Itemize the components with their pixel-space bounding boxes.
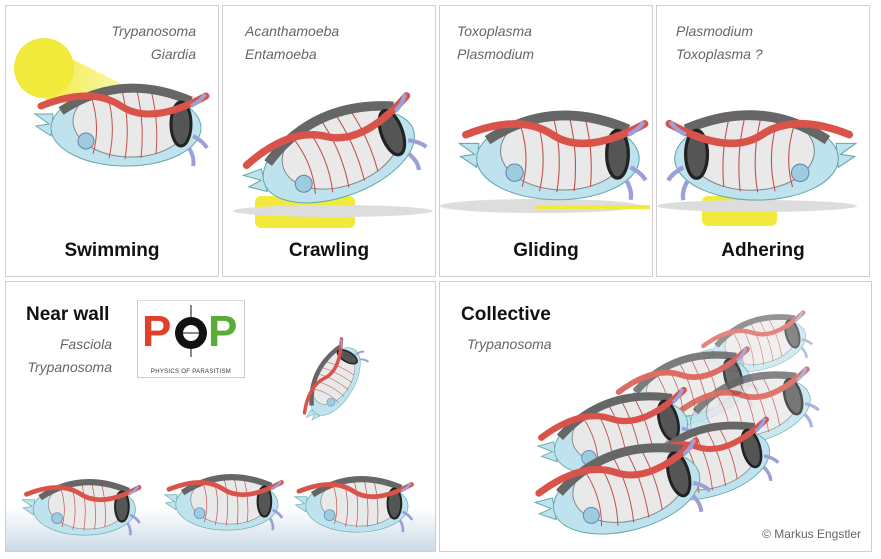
- logo-subtitle: PHYSICS OF PARASITISM: [150, 369, 232, 375]
- panel-title: Near wall: [26, 304, 110, 325]
- species-name: Trypanosoma: [111, 23, 196, 39]
- species-list: Fasciola Trypanosoma: [27, 333, 112, 379]
- panel-title: Crawling: [288, 240, 370, 261]
- copyright-credit: © Markus Engstler: [762, 527, 861, 541]
- panel-crawling: Acanthamoeba Entamoeba Crawling: [222, 5, 436, 277]
- species-list: Plasmodium Toxoplasma ?: [676, 20, 763, 66]
- panel-gliding: Toxoplasma Plasmodium Gliding: [439, 5, 653, 277]
- panel-title: Collective: [461, 304, 551, 325]
- logo-letter: P: [142, 307, 172, 356]
- swimming-cell-illustration: [14, 38, 219, 277]
- crawling-cell-illustration: [223, 6, 436, 277]
- species-name: Plasmodium: [457, 46, 535, 62]
- species-name: Acanthamoeba: [245, 23, 340, 39]
- panel-title: Swimming: [64, 240, 160, 261]
- species-name: Entamoeba: [245, 46, 317, 62]
- species-list: Trypanosoma Giardia: [111, 20, 196, 66]
- species-list: Acanthamoeba Entamoeba: [245, 20, 339, 66]
- pop-logo: P P PHYSICS OF PARASITISM: [137, 300, 245, 378]
- panel-collective: Collective Trypanosoma © Markus Engstler: [439, 281, 872, 552]
- species-name: Trypanosoma: [467, 336, 552, 352]
- species-list: Trypanosoma: [467, 333, 552, 356]
- gliding-cell-illustration: [440, 6, 650, 213]
- near-wall-cells-illustration: [6, 282, 435, 551]
- species-name: Toxoplasma ?: [676, 46, 763, 62]
- panel-swimming: Trypanosoma Giardia Swimming: [5, 5, 219, 277]
- species-name: Trypanosoma: [27, 359, 112, 375]
- species-list: Toxoplasma Plasmodium: [457, 20, 534, 66]
- logo-letter: P: [208, 307, 238, 356]
- species-name: Giardia: [150, 46, 196, 62]
- species-name: Fasciola: [59, 336, 112, 352]
- panel-adhering: Plasmodium Toxoplasma ? Adhering: [656, 5, 870, 277]
- panel-title: Gliding: [513, 240, 579, 261]
- adhering-cell-illustration: [657, 6, 870, 226]
- target-icon: [175, 305, 207, 357]
- panel-title: Adhering: [721, 240, 805, 261]
- species-name: Toxoplasma: [457, 23, 532, 39]
- species-name: Plasmodium: [676, 23, 754, 39]
